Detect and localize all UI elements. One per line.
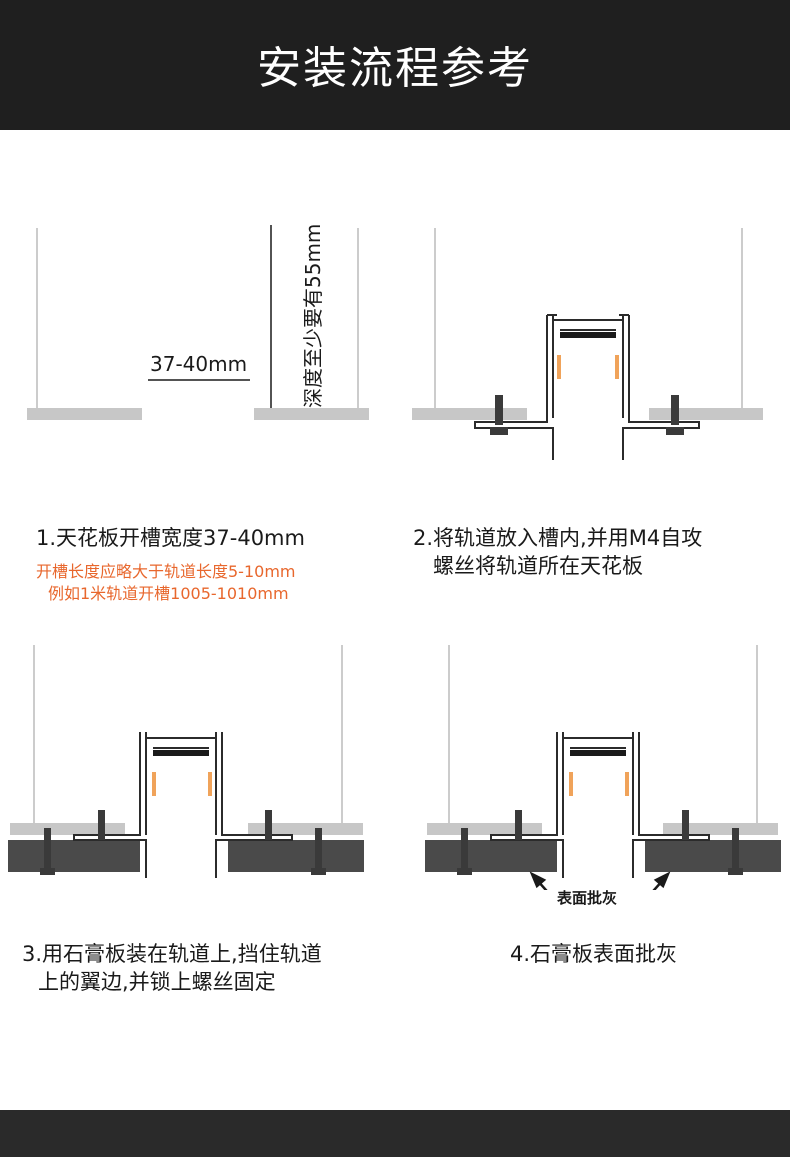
step2-caption-line1: 2.将轨道放入槽内,并用M4自攻 [413, 526, 703, 550]
slot-depth-label: 深度至少要有55mm [301, 223, 325, 408]
footer-bar [0, 1110, 790, 1157]
arrow-icon [529, 871, 671, 890]
screw [490, 395, 684, 435]
step1-note-line2: 例如1米轨道开槽1005-1010mm [48, 584, 289, 603]
step3-caption-line2: 上的翼边,并锁上螺丝固定 [38, 970, 276, 994]
step1-note-line1: 开槽长度应略大于轨道长度5-10mm [36, 562, 296, 581]
header-banner: 安装流程参考 [0, 0, 790, 130]
page-title: 安装流程参考 [257, 43, 533, 94]
step3-diagram [0, 640, 395, 890]
step4-diagram [395, 640, 790, 890]
surface-plaster-label: 表面批灰 [557, 889, 618, 907]
slot-width-label: 37-40mm [150, 352, 248, 376]
step3-caption-line1: 3.用石膏板装在轨道上,挡住轨道 [22, 942, 322, 966]
step2-caption-line2: 螺丝将轨道所在天花板 [433, 554, 643, 578]
step4-caption: 4.石膏板表面批灰 [510, 942, 678, 966]
step2-diagram [395, 180, 790, 480]
step1-diagram [0, 180, 395, 440]
step1-caption: 1.天花板开槽宽度37-40mm [36, 526, 305, 550]
